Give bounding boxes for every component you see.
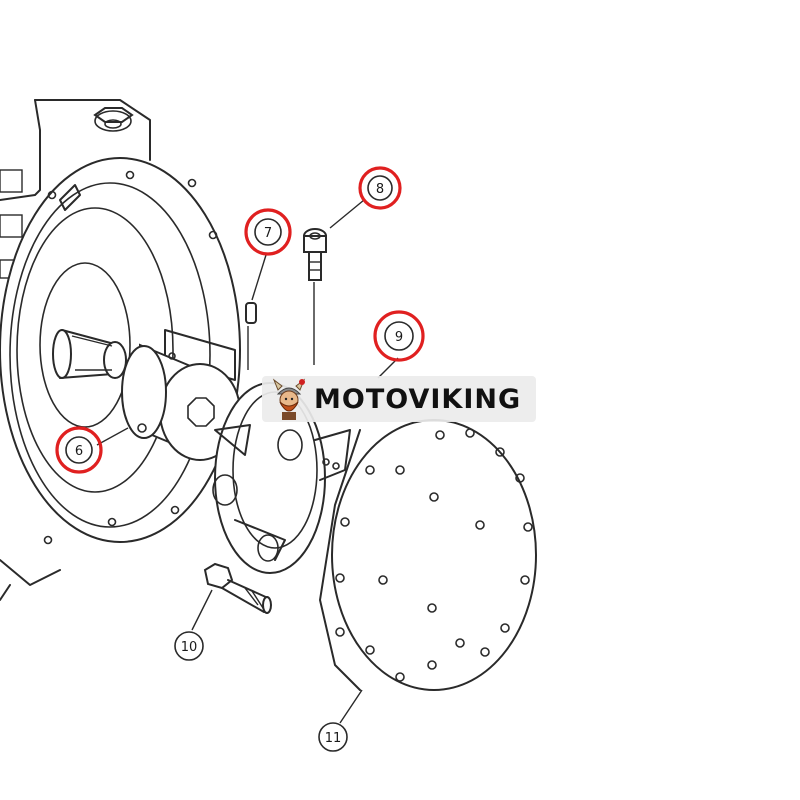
cap-screw bbox=[203, 562, 272, 614]
callout-7-label: 7 bbox=[264, 226, 272, 241]
callout-9: 9 bbox=[373, 310, 425, 362]
housing-top-bolt bbox=[93, 107, 134, 132]
pump-housing bbox=[0, 99, 151, 601]
viking-mascot-icon bbox=[272, 378, 306, 420]
callout-10-label: 10 bbox=[181, 640, 198, 655]
cover-plate bbox=[319, 419, 537, 691]
callout-6-label: 6 bbox=[75, 444, 83, 459]
callout-8-label: 8 bbox=[376, 182, 384, 197]
watermark-banner: MOTOVIKING bbox=[262, 376, 536, 422]
callout-9-highlight-ring bbox=[373, 310, 425, 362]
callout-7-highlight-ring bbox=[244, 208, 292, 256]
dowel-pin bbox=[245, 302, 257, 324]
callout-10: 10 bbox=[174, 631, 204, 661]
callout-9-label: 9 bbox=[395, 330, 403, 345]
coupling-element bbox=[212, 382, 351, 574]
socket-bolt bbox=[303, 228, 327, 281]
callout-11: 11 bbox=[318, 722, 348, 752]
watermark-text: MOTOVIKING bbox=[314, 383, 522, 415]
callout-11-label: 11 bbox=[325, 731, 342, 746]
callout-6: 6 bbox=[55, 426, 103, 474]
drive-shaft bbox=[52, 329, 127, 379]
callout-7: 7 bbox=[244, 208, 292, 256]
leader-lines bbox=[96, 199, 399, 724]
callout-8-highlight-ring bbox=[358, 166, 402, 210]
callout-8: 8 bbox=[358, 166, 402, 210]
callout-6-highlight-ring bbox=[55, 426, 103, 474]
